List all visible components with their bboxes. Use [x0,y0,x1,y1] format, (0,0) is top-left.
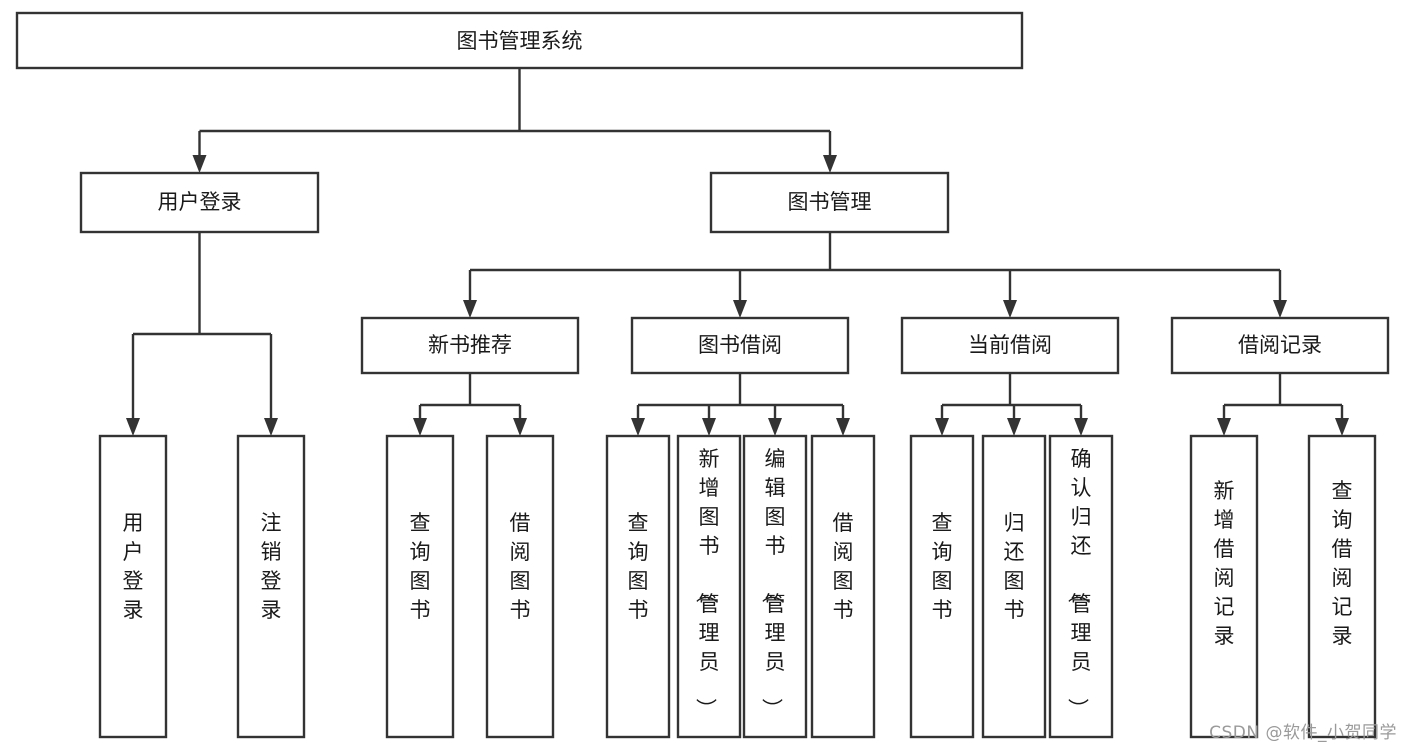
leaf-query-book-2-box[interactable] [605,434,671,739]
leaf-query-book-1-label: 查询图书 [410,511,431,622]
leaf-return-book-label: 归还图书 [1004,511,1025,622]
leaf-query-book-3-label: 查询图书 [932,511,953,622]
leaf-query-book-3-box[interactable] [909,434,975,739]
arrowhead-leaf-confirm-return [1074,418,1088,436]
arrowhead-leaf-query-book-2 [631,418,645,436]
node-borrow-record-label: 借阅记录 [1238,333,1322,357]
leaf-add-record-box[interactable] [1189,434,1259,739]
leaf-query-record-box[interactable] [1307,434,1377,739]
arrowhead-leaf-borrow-book-1 [513,418,527,436]
node-root-label: 图书管理系统 [457,29,583,53]
leaf-node[interactable]: 注销登录 [236,434,306,739]
arrowhead-leaf-query-book-3 [935,418,949,436]
arrowhead-leaf-edit-book [768,418,782,436]
leaf-confirm-return-label: 确认归还（管理员） [1066,447,1092,719]
node-user-login[interactable]: 用户登录 [79,171,320,234]
connector-group-book-manage [463,232,1287,318]
arrowhead-book-manage [823,155,837,173]
leaf-node[interactable]: 确认归还（管理员） [1048,434,1114,739]
leaf-user-login-box[interactable] [98,434,168,739]
node-current-borrow-box[interactable] [900,316,1120,375]
leaf-query-record-label: 查询借阅记录 [1332,479,1353,648]
arrowhead-user-login [192,155,207,173]
connector-group-borrow-record [1217,373,1349,436]
arrowhead-leaf-add-book [702,418,716,436]
arrowhead-new-book-rec [463,300,477,318]
leaf-add-book-box[interactable] [676,434,742,739]
leaf-node[interactable]: 新增借阅记录 [1189,434,1259,739]
arrowhead-leaf-user-login [126,418,140,436]
connector-group-book-borrow [631,373,850,436]
arrowhead-leaf-add-record [1217,418,1231,436]
arrowhead-book-borrow [733,300,747,318]
leaf-borrow-book-1-label: 借阅图书 [510,511,531,622]
leaf-add-book-label: 新增图书（管理员） [694,447,720,719]
node-user-login-label: 用户登录 [158,190,242,214]
node-book-borrow-box[interactable] [630,316,850,375]
leaf-confirm-return-box[interactable] [1048,434,1114,739]
arrowhead-leaf-borrow-book-2 [836,418,850,436]
arrowhead-leaf-return-book [1007,418,1021,436]
leaf-node[interactable]: 查询借阅记录 [1307,434,1377,739]
leaf-borrow-book-2-box[interactable] [810,434,876,739]
leaf-query-book-2-label: 查询图书 [628,511,649,622]
leaf-edit-book-label: 编辑图书（管理员） [760,447,786,719]
leaf-user-logout-box[interactable] [236,434,306,739]
arrowhead-leaf-query-record [1335,418,1349,436]
node-book-manage-label: 图书管理 [788,190,872,214]
node-new-book-rec[interactable]: 新书推荐 [360,316,580,375]
arrowhead-current-borrow [1003,300,1017,318]
leaf-return-book-box[interactable] [981,434,1047,739]
connector-group-new-book-rec [413,373,527,436]
node-new-book-rec-box[interactable] [360,316,580,375]
leaf-borrow-book-2-label: 借阅图书 [833,511,854,622]
leaf-add-record-label: 新增借阅记录 [1214,479,1235,648]
leaf-user-logout-label: 注销登录 [261,511,282,622]
leaf-node[interactable]: 查询图书 [605,434,671,739]
leaf-node[interactable]: 用户登录 [98,434,168,739]
leaf-node[interactable]: 借阅图书 [810,434,876,739]
arrowhead-leaf-query-book-1 [413,418,427,436]
node-book-borrow-label: 图书借阅 [698,333,782,357]
leaf-borrow-book-1-box[interactable] [485,434,555,739]
leaf-query-book-1-box[interactable] [385,434,455,739]
arrowhead-leaf-user-logout [264,418,278,436]
node-book-manage[interactable]: 图书管理 [709,171,950,234]
connector-group-current-borrow [935,373,1088,436]
leaf-node[interactable]: 查询图书 [385,434,455,739]
node-root-box[interactable] [15,11,1024,70]
leaf-node[interactable]: 编辑图书（管理员） [742,434,808,739]
node-book-manage-box[interactable] [709,171,950,234]
leaf-node[interactable]: 借阅图书 [485,434,555,739]
node-book-borrow[interactable]: 图书借阅 [630,316,850,375]
node-user-login-box[interactable] [79,171,320,234]
node-new-book-rec-label: 新书推荐 [428,333,512,357]
leaf-node[interactable]: 新增图书（管理员） [676,434,742,739]
node-current-borrow-label: 当前借阅 [968,333,1052,357]
leaf-user-login-label: 用户登录 [123,511,144,622]
arrowhead-borrow-record [1273,300,1287,318]
node-root[interactable]: 图书管理系统 [15,11,1024,70]
leaf-node[interactable]: 查询图书 [909,434,975,739]
connector-group-user-login [126,232,278,436]
leaf-node[interactable]: 归还图书 [981,434,1047,739]
connector-group-root [192,68,837,173]
node-borrow-record-box[interactable] [1170,316,1390,375]
leaf-edit-book-box[interactable] [742,434,808,739]
node-borrow-record[interactable]: 借阅记录 [1170,316,1390,375]
node-current-borrow[interactable]: 当前借阅 [900,316,1120,375]
